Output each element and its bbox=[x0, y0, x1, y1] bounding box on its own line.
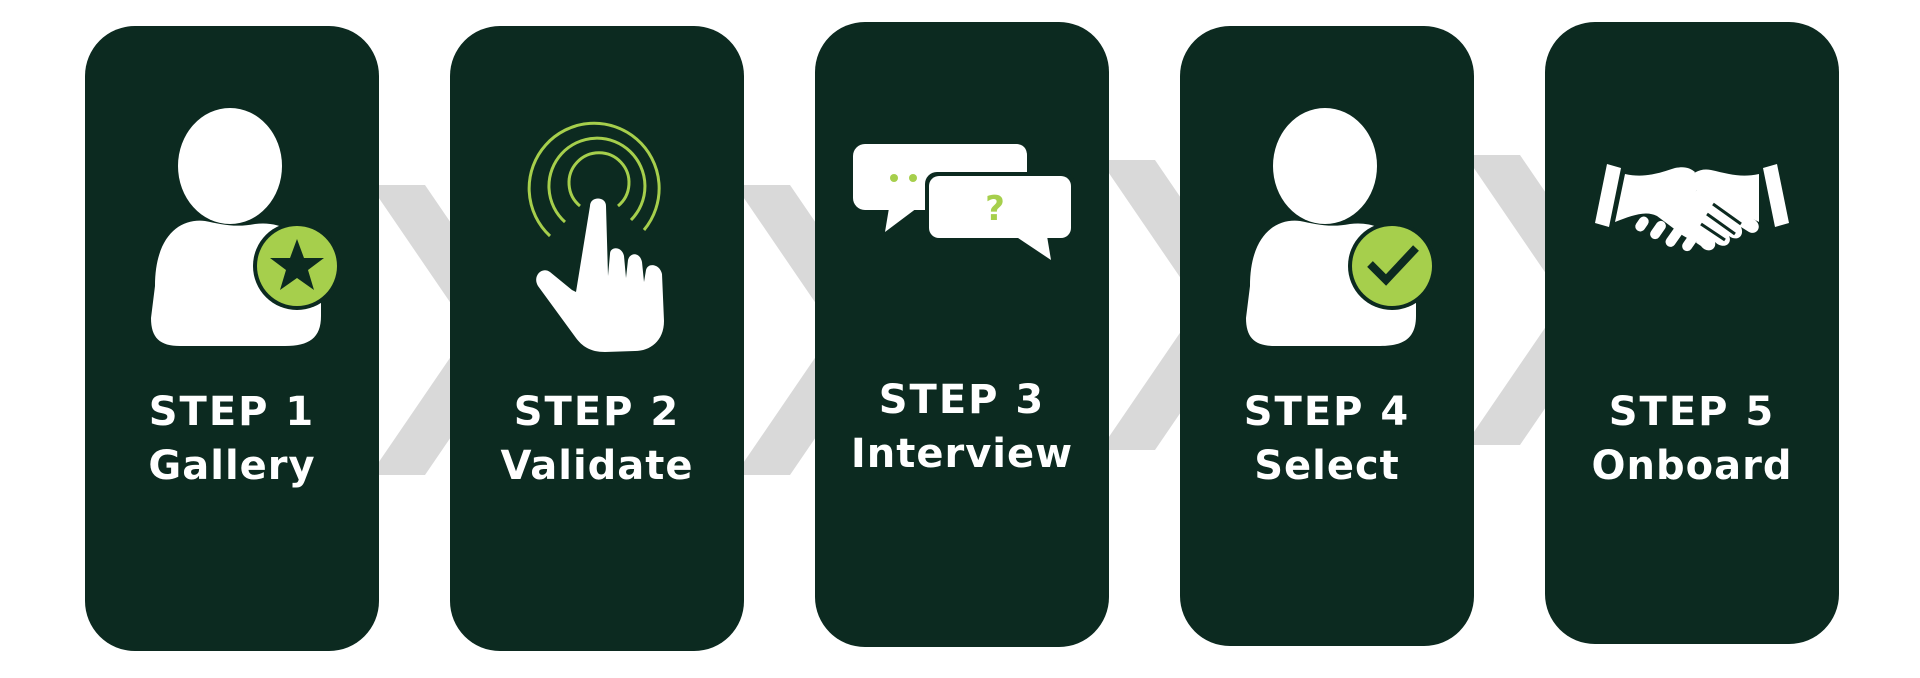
handshake-icon bbox=[1595, 164, 1789, 255]
step-card-3: ? STEP 3 Interview bbox=[815, 22, 1109, 647]
step-number: STEP 2 bbox=[513, 389, 681, 435]
step-name: Validate bbox=[500, 443, 694, 489]
step-card-5: STEP 5 Onboard bbox=[1545, 22, 1839, 644]
step-number: STEP 5 bbox=[1608, 389, 1776, 435]
step-name: Onboard bbox=[1591, 443, 1793, 489]
step-number: STEP 4 bbox=[1243, 389, 1411, 435]
step-name: Gallery bbox=[148, 443, 316, 489]
step-label: STEP 4 Select bbox=[1180, 386, 1474, 494]
chat-bubbles-icon: ? bbox=[853, 144, 1075, 260]
step-card-1: STEP 1 Gallery bbox=[85, 26, 379, 651]
step-label: STEP 1 Gallery bbox=[85, 386, 379, 494]
user-star-icon bbox=[151, 108, 341, 346]
step-card-4: STEP 4 Select bbox=[1180, 26, 1474, 646]
step-name: Interview bbox=[850, 431, 1074, 477]
svg-text:?: ? bbox=[985, 189, 1005, 229]
step-number: STEP 1 bbox=[148, 389, 316, 435]
step-name: Select bbox=[1254, 443, 1400, 489]
step-label: STEP 3 Interview bbox=[815, 374, 1109, 482]
step-number: STEP 3 bbox=[878, 377, 1046, 423]
step-label: STEP 2 Validate bbox=[450, 386, 744, 494]
touch-tap-icon bbox=[527, 121, 664, 352]
step-label: STEP 5 Onboard bbox=[1545, 386, 1839, 494]
step-card-2: STEP 2 Validate bbox=[450, 26, 744, 651]
user-check-icon bbox=[1246, 108, 1436, 346]
